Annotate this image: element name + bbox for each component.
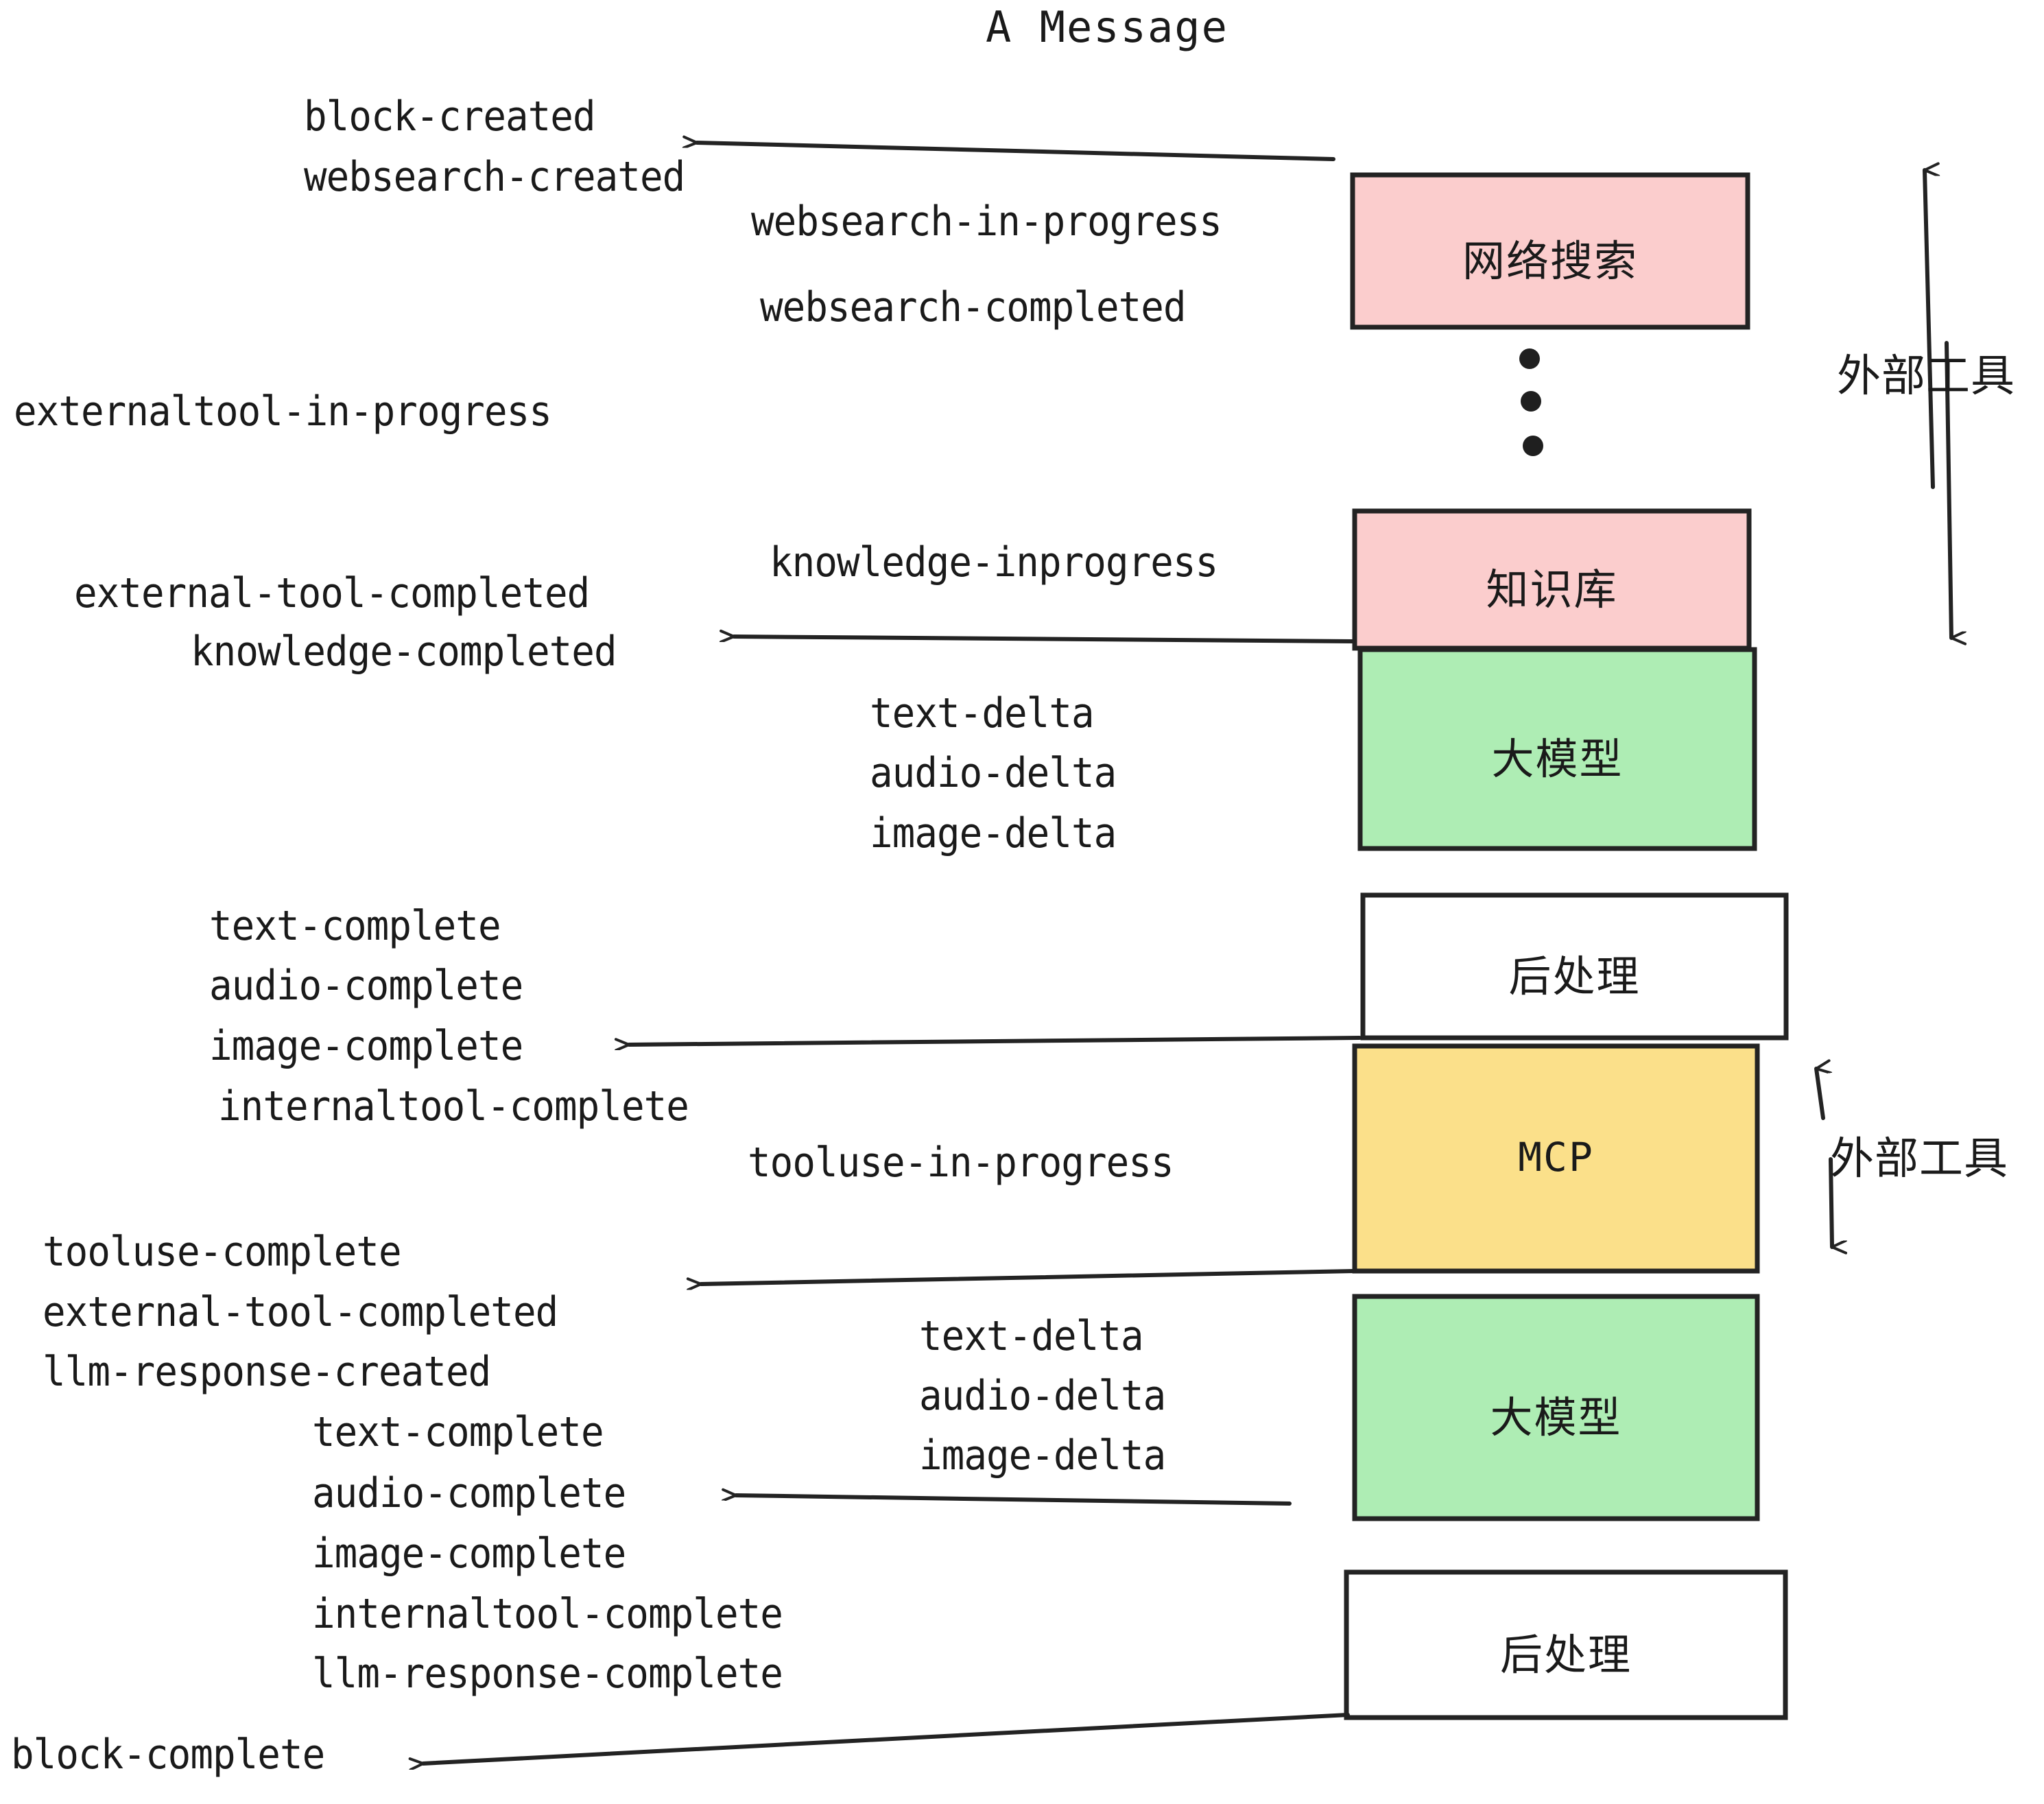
event-label-text-complete-1: text-complete: [209, 902, 501, 950]
event-label-tooluse-in-progress: tooluse-in-progress: [748, 1139, 1174, 1187]
box-label-llm-bottom: 大模型: [1490, 1392, 1622, 1443]
box-knowledge: [1352, 508, 1752, 651]
box-label-knowledge: 知识库: [1486, 565, 1618, 615]
event-label-llm-response-complete: llm-response-complete: [312, 1650, 783, 1698]
event-label-websearch-completed: websearch-completed: [760, 283, 1187, 331]
event-label-image-complete-1: image-complete: [209, 1022, 523, 1070]
external-tool-bracket-bottom: [1814, 1069, 1832, 1247]
event-label-external-tool-completed-1: external-tool-completed: [74, 569, 590, 617]
side-label-external-tool-top: 外部工具: [1837, 351, 2015, 402]
box-label-mcp: MCP: [1518, 1134, 1594, 1180]
event-label-external-tool-completed-2: external-tool-completed: [43, 1288, 558, 1336]
event-label-image-complete-2: image-complete: [312, 1530, 626, 1578]
event-label-internaltool-complete-2: internaltool-complete: [312, 1590, 783, 1638]
event-label-block-created: block-created: [304, 93, 596, 141]
event-label-audio-complete-1: audio-complete: [209, 962, 523, 1010]
event-label-knowledge-inprogress: knowledge-inprogress: [770, 538, 1218, 586]
arrow-image-complete: [629, 1036, 1362, 1045]
event-label-text-delta-1: text-delta: [870, 689, 1095, 737]
event-arrows: [423, 143, 1362, 1764]
box-label-llm-top: 大模型: [1491, 734, 1624, 784]
event-label-image-delta-1: image-delta: [870, 809, 1117, 857]
box-postprocess-top: [1360, 892, 1789, 1041]
event-label-audio-delta-2: audio-delta: [919, 1372, 1166, 1420]
diagram-title: A Message: [986, 2, 1228, 52]
arrow-block-complete: [423, 1713, 1350, 1764]
arrow-knowledge-completed: [734, 637, 1355, 643]
box-websearch: [1350, 172, 1750, 330]
arrow-down-top: [1945, 341, 1951, 638]
box-llm-bottom: [1352, 1294, 1760, 1521]
box-label-postprocess-bottom: 后处理: [1499, 1630, 1632, 1680]
ellipsis-dots: [1519, 348, 1543, 456]
event-label-audio-delta-1: audio-delta: [870, 749, 1117, 797]
event-label-externaltool-in-progress: externaltool-in-progress: [14, 388, 552, 436]
event-label-websearch-created: websearch-created: [304, 153, 685, 201]
event-label-text-delta-2: text-delta: [919, 1312, 1144, 1360]
event-label-tooluse-complete: tooluse-complete: [43, 1228, 402, 1276]
event-label-websearch-in-progress: websearch-in-progress: [751, 198, 1222, 246]
arrow-down-bottom: [1829, 1157, 1832, 1247]
arrow-up-bottom: [1814, 1069, 1823, 1120]
side-label-external-tool-bottom: 外部工具: [1830, 1134, 2008, 1185]
event-label-image-delta-2: image-delta: [919, 1432, 1166, 1480]
arrow-tooluse-complete: [701, 1269, 1356, 1284]
arrow-audio-complete: [736, 1495, 1292, 1506]
box-postprocess-bottom: [1344, 1569, 1788, 1720]
arrow-block-created: [697, 143, 1335, 161]
event-label-internaltool-complete-1: internaltool-complete: [218, 1082, 689, 1130]
box-label-postprocess-top: 后处理: [1508, 951, 1641, 1001]
event-label-block-complete: block-complete: [11, 1731, 325, 1779]
box-llm-top: [1357, 647, 1757, 851]
event-label-llm-response-created: llm-response-created: [43, 1348, 491, 1396]
event-label-knowledge-completed: knowledge-completed: [191, 628, 617, 676]
arrow-up-top: [1923, 170, 1933, 489]
event-label-audio-complete-2: audio-complete: [312, 1469, 626, 1517]
box-label-websearch: 网络搜索: [1462, 236, 1638, 286]
process-boxes: [1344, 172, 1789, 1720]
external-tool-bracket-top: [1923, 170, 1951, 638]
event-label-text-complete-2: text-complete: [312, 1408, 604, 1456]
box-mcp: [1352, 1043, 1760, 1274]
